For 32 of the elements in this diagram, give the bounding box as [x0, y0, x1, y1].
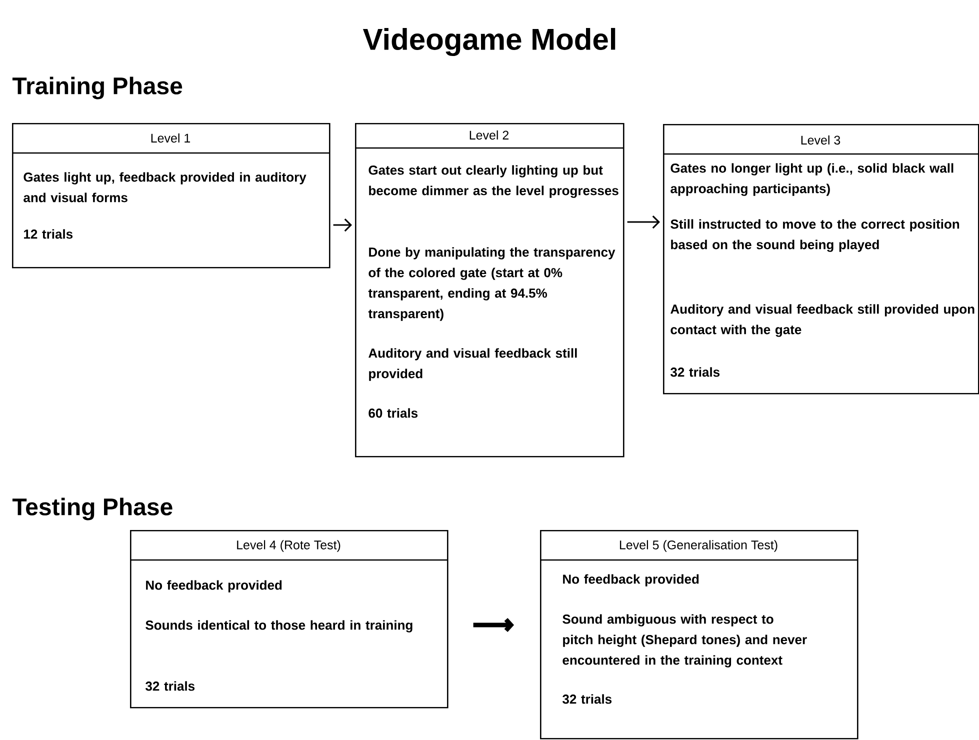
box-text: 60 trials	[368, 408, 418, 418]
box-text: Auditory and visual feedback still provided	[368, 348, 577, 381]
box-text: No feedback provided	[563, 574, 699, 586]
box-text: Gates no longer light up (i.e., solid black wall approaching participants)	[670, 163, 954, 196]
level-box	[540, 530, 858, 740]
level-box	[12, 123, 330, 268]
arrow	[627, 215, 660, 229]
level-box	[355, 123, 624, 458]
level-box	[130, 530, 448, 708]
section-heading: Training Phase	[12, 76, 182, 100]
box-text: Sounds identical to those heard in training	[146, 620, 412, 632]
section-heading: Testing Phase	[12, 498, 172, 520]
box-text: No feedback provided	[146, 580, 282, 592]
level-box	[663, 124, 979, 394]
box-text: 32 trials	[562, 694, 612, 704]
title: Videogame Model	[362, 28, 616, 56]
box-heading: Level 3	[801, 135, 840, 145]
arrow	[333, 218, 352, 232]
box-text: Sound ambiguous with respect to pitch height (Shepard tones) and never encountered in the training context	[562, 614, 807, 668]
box-heading: Level 5 (Generalisation Test)	[620, 540, 778, 552]
box-heading: Level 2	[470, 130, 508, 140]
box-text: Gates start out clearly lighting up but become dimmer as the level progresses	[368, 165, 618, 198]
box-text: Auditory and visual feedback still provided upon contact with the gate	[670, 304, 974, 337]
box-text: Done by manipulating the transparency of the colored gate (start at 0% transparent, ending at 94.5% transparent)	[368, 247, 616, 321]
box-text: Still instructed to move to the correct position based on the sound being played	[670, 219, 960, 252]
box-text: Gates light up, feedback provided in auditory and visual forms	[24, 172, 306, 202]
box-heading: Level 4 (Rote Test)	[237, 540, 340, 552]
box-heading: Level 1	[151, 133, 190, 143]
box-text: 32 trials	[146, 681, 195, 691]
arrow	[473, 618, 514, 632]
box-text: 32 trials	[670, 367, 720, 377]
box-text: 12 trials	[24, 229, 73, 239]
